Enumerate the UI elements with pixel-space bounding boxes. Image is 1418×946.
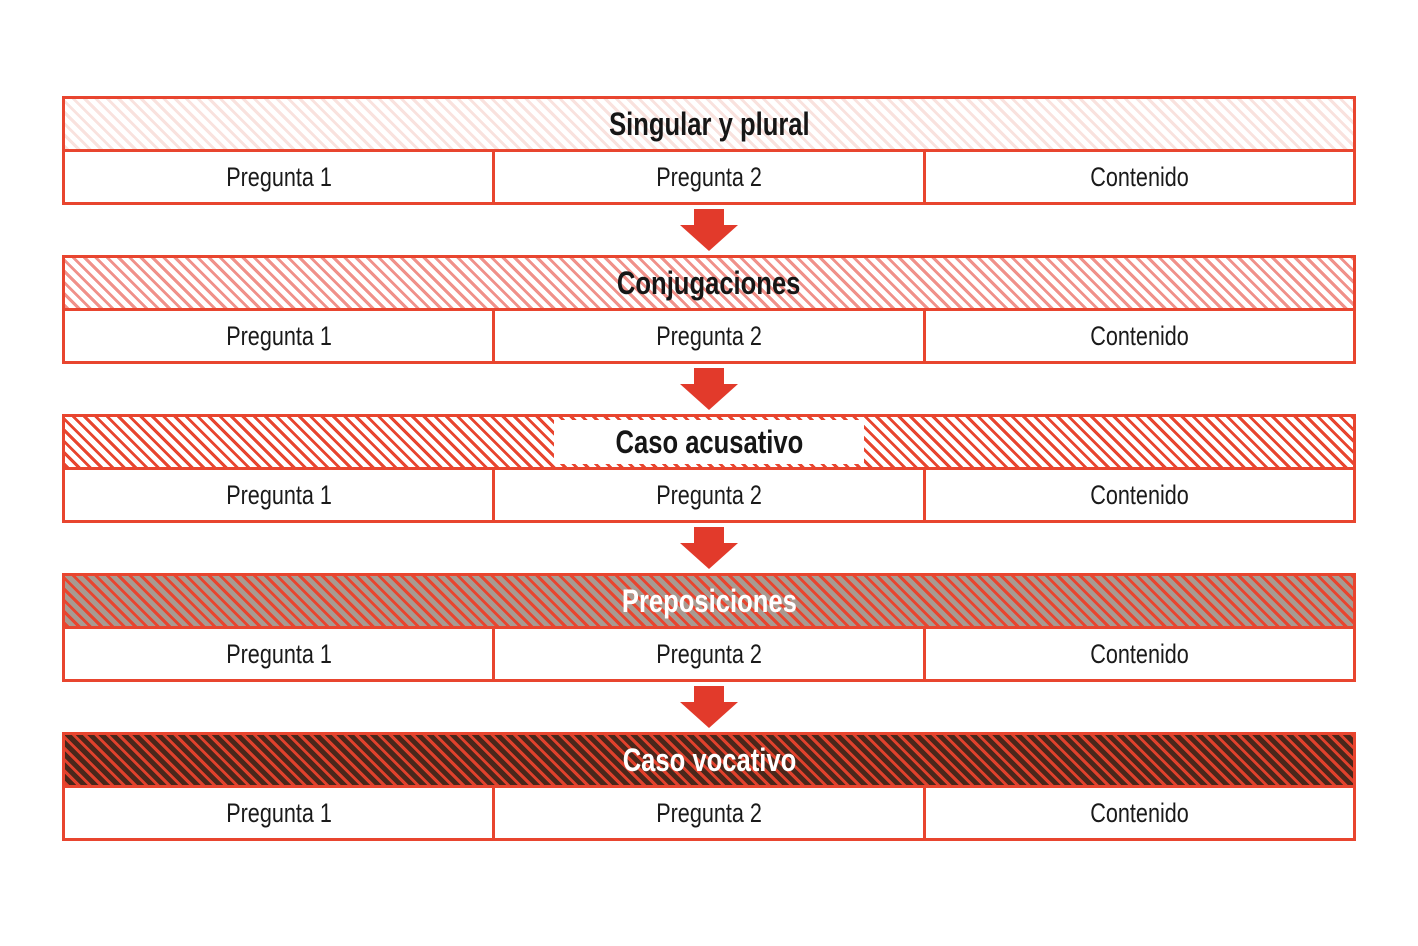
cell-pregunta-1: Pregunta 1: [62, 626, 496, 682]
cell-label: Pregunta 1: [225, 638, 332, 669]
flow-connector: [62, 364, 1356, 414]
down-arrow-stem: [694, 209, 724, 225]
cell-label: Pregunta 2: [656, 638, 762, 669]
section-header-striped: Singular y plural: [62, 96, 1356, 152]
cell-label: Pregunta 2: [656, 320, 762, 351]
cell-label: Pregunta 2: [656, 797, 762, 828]
section-row: Pregunta 1 Pregunta 2 Contenido: [62, 149, 1356, 205]
section-title: Singular y plural: [608, 105, 810, 142]
down-arrow-stem: [694, 368, 724, 384]
section-title-wrap: Conjugaciones: [556, 261, 861, 305]
cell-label: Pregunta 2: [656, 161, 762, 192]
down-arrow-head: [680, 543, 738, 569]
cell-label: Contenido: [1090, 161, 1189, 192]
down-arrow-icon: [680, 527, 738, 569]
section-title-wrap: Preposiciones: [562, 579, 857, 623]
down-arrow-icon: [680, 686, 738, 728]
section-row: Pregunta 1 Pregunta 2 Contenido: [62, 467, 1356, 523]
section-row: Pregunta 1 Pregunta 2 Contenido: [62, 785, 1356, 841]
section-conjugaciones: Conjugaciones Pregunta 1 Pregunta 2 Cont…: [62, 255, 1356, 364]
cell-label: Contenido: [1090, 479, 1189, 510]
cell-label: Contenido: [1090, 797, 1189, 828]
section-title: Conjugaciones: [617, 264, 801, 301]
section-preposiciones: Preposiciones Pregunta 1 Pregunta 2 Cont…: [62, 573, 1356, 682]
down-arrow-icon: [680, 209, 738, 251]
flow-diagram: Singular y plural Pregunta 1 Pregunta 2 …: [62, 96, 1356, 841]
cell-label: Contenido: [1090, 638, 1189, 669]
down-arrow-icon: [680, 368, 738, 410]
cell-contenido: Contenido: [922, 785, 1356, 841]
section-title-wrap: Singular y plural: [546, 102, 873, 146]
section-title: Preposiciones: [621, 582, 797, 619]
section-row: Pregunta 1 Pregunta 2 Contenido: [62, 626, 1356, 682]
cell-label: Pregunta 1: [225, 320, 332, 351]
cell-pregunta-1: Pregunta 1: [62, 467, 496, 523]
cell-pregunta-2: Pregunta 2: [492, 626, 926, 682]
cell-pregunta-2: Pregunta 2: [492, 149, 926, 205]
section-header-striped: Caso acusativo: [62, 414, 1356, 470]
cell-contenido: Contenido: [922, 308, 1356, 364]
down-arrow-stem: [694, 527, 724, 543]
section-caso-acusativo: Caso acusativo Pregunta 1 Pregunta 2 Con…: [62, 414, 1356, 523]
section-singular-y-plural: Singular y plural Pregunta 1 Pregunta 2 …: [62, 96, 1356, 205]
section-caso-vocativo: Caso vocativo Pregunta 1 Pregunta 2 Cont…: [62, 732, 1356, 841]
cell-pregunta-2: Pregunta 2: [492, 467, 926, 523]
cell-pregunta-2: Pregunta 2: [492, 308, 926, 364]
flow-connector: [62, 523, 1356, 573]
cell-pregunta-2: Pregunta 2: [492, 785, 926, 841]
section-title: Caso vocativo: [622, 741, 796, 778]
section-header-striped: Conjugaciones: [62, 255, 1356, 311]
cell-label: Pregunta 1: [225, 479, 332, 510]
section-title-box: Caso acusativo: [553, 420, 865, 464]
flow-connector: [62, 682, 1356, 732]
cell-label: Pregunta 1: [225, 797, 332, 828]
cell-label: Contenido: [1090, 320, 1189, 351]
section-title-wrap: Caso vocativo: [563, 738, 856, 782]
down-arrow-head: [680, 702, 738, 728]
cell-label: Pregunta 1: [225, 161, 332, 192]
down-arrow-head: [680, 384, 738, 410]
section-header-striped: Preposiciones: [62, 573, 1356, 629]
down-arrow-stem: [694, 686, 724, 702]
section-header-striped: Caso vocativo: [62, 732, 1356, 788]
cell-pregunta-1: Pregunta 1: [62, 308, 496, 364]
section-row: Pregunta 1 Pregunta 2 Contenido: [62, 308, 1356, 364]
down-arrow-head: [680, 225, 738, 251]
cell-contenido: Contenido: [922, 626, 1356, 682]
flow-connector: [62, 205, 1356, 255]
section-title: Caso acusativo: [615, 423, 803, 460]
cell-label: Pregunta 2: [656, 479, 762, 510]
cell-contenido: Contenido: [922, 467, 1356, 523]
cell-pregunta-1: Pregunta 1: [62, 785, 496, 841]
cell-pregunta-1: Pregunta 1: [62, 149, 496, 205]
cell-contenido: Contenido: [922, 149, 1356, 205]
